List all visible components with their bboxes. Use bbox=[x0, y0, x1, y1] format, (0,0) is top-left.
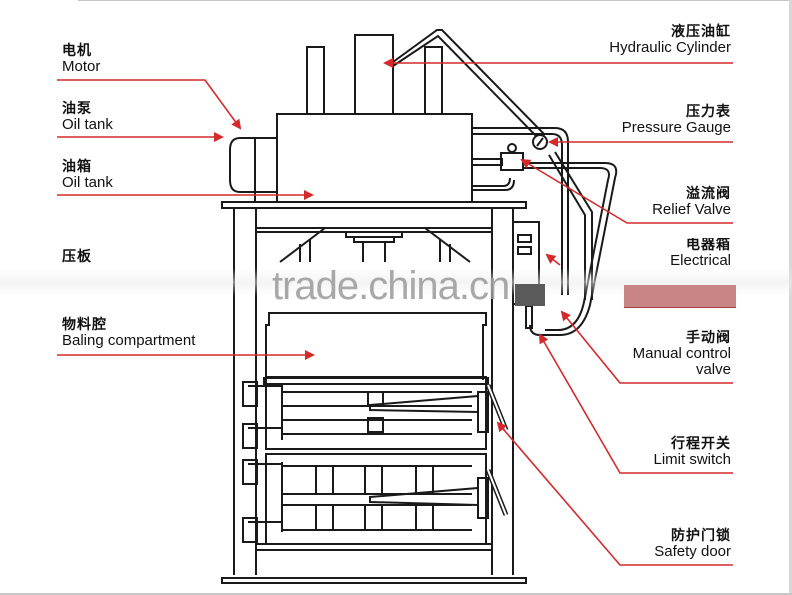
leader-limit-switch bbox=[538, 333, 733, 474]
label-baling-compartment: 物料腔 Baling compartment bbox=[62, 318, 195, 348]
label-pressure-gauge: 压力表 Pressure Gauge bbox=[622, 105, 731, 135]
label-motor: 电机 Motor bbox=[62, 44, 100, 74]
leader-relief-valve bbox=[520, 158, 733, 224]
label-pressure-gauge-zh: 压力表 bbox=[686, 104, 731, 120]
label-oil-tank: 油箱 Oil tank bbox=[62, 160, 113, 190]
label-electrical-box-zh: 电器箱 bbox=[686, 238, 731, 253]
label-manual-control-valve: 手动阀 Manual control valve bbox=[633, 331, 731, 377]
label-relief-valve-en: Relief Valve bbox=[652, 201, 731, 218]
label-limit-switch-en: Limit switch bbox=[653, 451, 731, 468]
upper-door bbox=[265, 376, 487, 450]
label-manual-control-valve-en-line2: valve bbox=[695, 361, 731, 378]
label-safety-door: 防护门锁 Safety door bbox=[654, 529, 731, 559]
hose-cylinder bbox=[392, 29, 546, 136]
label-oil-tank-zh: 油箱 bbox=[62, 159, 92, 175]
watermark-red-bar bbox=[624, 285, 736, 308]
leader-safety-door bbox=[496, 421, 733, 566]
label-press-plate: 压板 bbox=[62, 250, 92, 264]
label-pressure-gauge-en: Pressure Gauge bbox=[621, 119, 731, 136]
image-border-top bbox=[78, 0, 792, 1]
leader-motor bbox=[57, 79, 242, 130]
label-relief-valve: 溢流阀 Relief Valve bbox=[652, 187, 731, 217]
label-manual-control-valve-en: Manual control bbox=[632, 345, 731, 362]
leader-manual-control-valve bbox=[560, 310, 733, 384]
label-oil-tank-en: Oil tank bbox=[62, 174, 113, 191]
label-baling-compartment-zh: 物料腔 bbox=[62, 317, 107, 333]
label-oil-pump: 油泵 Oil tank bbox=[62, 102, 113, 132]
label-oil-pump-en: Oil tank bbox=[62, 116, 113, 133]
label-motor-zh: 电机 bbox=[62, 43, 92, 59]
label-safety-door-en: Safety door bbox=[654, 543, 731, 560]
image-border-bottom bbox=[0, 593, 792, 595]
label-safety-door-zh: 防护门锁 bbox=[671, 528, 731, 544]
label-press-plate-zh: 压板 bbox=[62, 249, 92, 265]
label-electrical-box: 电器箱 Electrical bbox=[670, 238, 731, 266]
label-limit-switch-zh: 行程开关 bbox=[671, 436, 731, 452]
watermark-text: trade.china.cn bbox=[272, 264, 510, 308]
label-manual-control-valve-zh: 手动阀 bbox=[686, 330, 731, 346]
watermark-dark-bar bbox=[515, 284, 545, 306]
leader-electrical-box bbox=[545, 253, 561, 266]
motor-body bbox=[229, 137, 256, 193]
label-limit-switch: 行程开关 Limit switch bbox=[653, 437, 731, 467]
label-motor-en: Motor bbox=[62, 58, 101, 75]
label-relief-valve-zh: 溢流阀 bbox=[686, 186, 731, 202]
label-oil-pump-zh: 油泵 bbox=[62, 101, 92, 117]
image-border-right bbox=[789, 0, 792, 595]
label-hydraulic-cylinder-zh: 液压油缸 bbox=[671, 24, 731, 40]
label-baling-compartment-en: Baling compartment bbox=[62, 332, 196, 349]
label-hydraulic-cylinder-en: Hydraulic Cylinder bbox=[609, 39, 731, 56]
label-electrical-box-en: Electrical bbox=[670, 252, 731, 266]
label-hydraulic-cylinder: 液压油缸 Hydraulic Cylinder bbox=[609, 25, 731, 55]
